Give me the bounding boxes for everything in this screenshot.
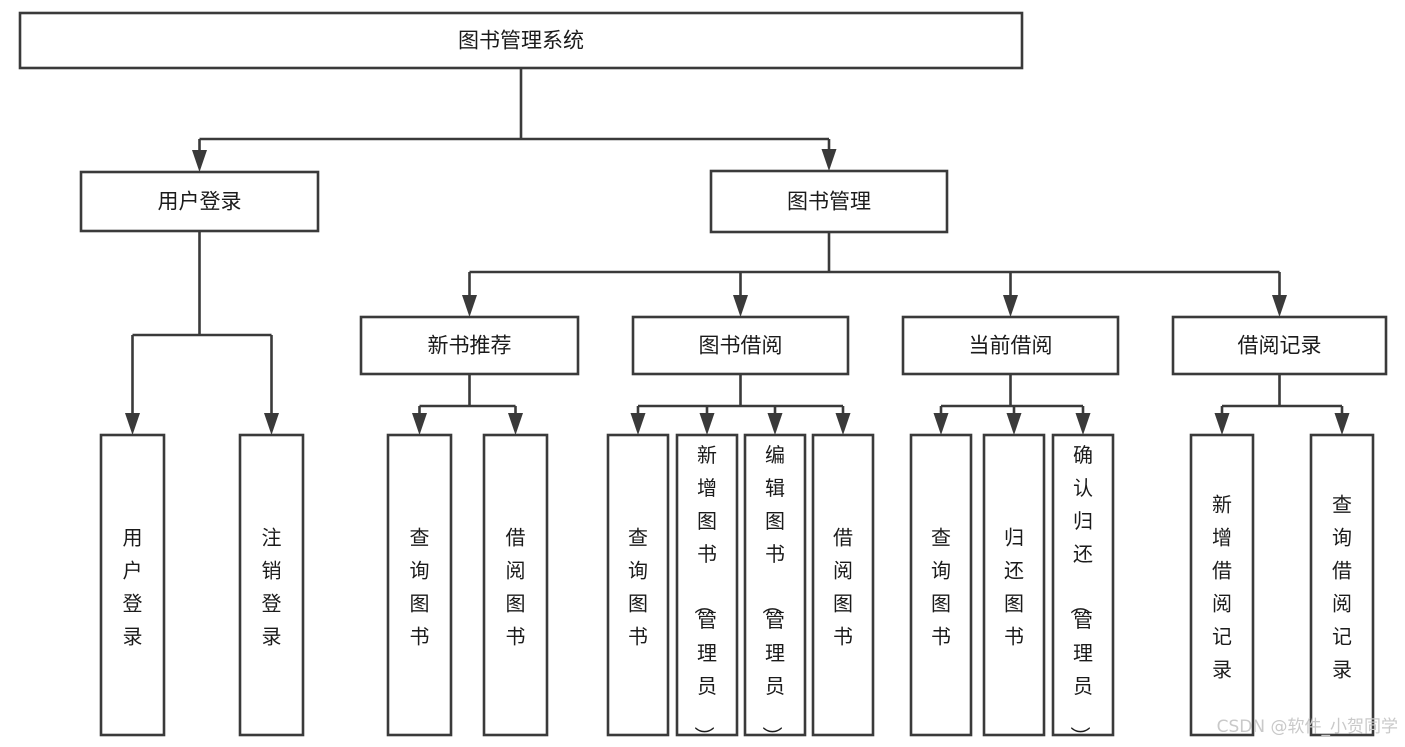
- node-label-leaf-user-logout: 注销登录: [262, 526, 282, 649]
- node-label-leaf-borrow-add: 新增图书（管理员）: [692, 443, 717, 746]
- connector-group-current-borrow: [933, 374, 1091, 435]
- node-book-manage[interactable]: 图书管理: [709, 169, 949, 234]
- node-box-leaf-record-add[interactable]: [1189, 433, 1255, 737]
- node-box-leaf-current-query[interactable]: [909, 433, 973, 737]
- node-new-book-rec[interactable]: 新书推荐: [359, 315, 580, 376]
- node-label-new-book-rec: 新书推荐: [428, 334, 512, 358]
- node-leaf-borrow-query[interactable]: 查询图书: [606, 433, 670, 737]
- node-label-current-borrow: 当前借阅: [969, 334, 1053, 358]
- node-label-user-login: 用户登录: [158, 190, 242, 214]
- node-leaf-record-query[interactable]: 查询借阅记录: [1309, 433, 1375, 737]
- node-borrow-record[interactable]: 借阅记录: [1171, 315, 1388, 376]
- node-box-leaf-user-login[interactable]: [99, 433, 166, 737]
- edges-layer: [125, 68, 1350, 435]
- node-label-leaf-rec-query: 查询图书: [410, 526, 430, 649]
- node-leaf-borrow-edit[interactable]: 编辑图书（管理员）: [743, 433, 807, 746]
- node-box-leaf-rec-borrow[interactable]: [482, 433, 549, 737]
- node-label-root: 图书管理系统: [458, 29, 584, 53]
- node-box-book-manage[interactable]: [709, 169, 949, 234]
- node-leaf-borrow-add[interactable]: 新增图书（管理员）: [675, 433, 739, 746]
- node-box-root[interactable]: [18, 11, 1024, 70]
- node-user-login[interactable]: 用户登录: [79, 170, 320, 233]
- node-box-leaf-borrow-do[interactable]: [811, 433, 875, 737]
- node-label-leaf-current-query: 查询图书: [931, 526, 951, 649]
- node-box-leaf-current-return[interactable]: [982, 433, 1046, 737]
- node-label-leaf-borrow-do: 借阅图书: [833, 526, 853, 649]
- node-box-current-borrow[interactable]: [901, 315, 1120, 376]
- node-leaf-rec-borrow[interactable]: 借阅图书: [482, 433, 549, 737]
- node-label-leaf-record-query: 查询借阅记录: [1332, 493, 1352, 682]
- node-label-leaf-borrow-query: 查询图书: [628, 526, 648, 649]
- node-book-borrow[interactable]: 图书借阅: [631, 315, 850, 376]
- node-box-leaf-borrow-query[interactable]: [606, 433, 670, 737]
- node-label-book-borrow: 图书借阅: [699, 334, 783, 358]
- node-label-leaf-borrow-edit: 编辑图书（管理员）: [760, 443, 785, 746]
- node-box-leaf-borrow-add[interactable]: [675, 433, 739, 737]
- node-box-book-borrow[interactable]: [631, 315, 850, 376]
- node-current-borrow[interactable]: 当前借阅: [901, 315, 1120, 376]
- connector-group-user-login: [125, 231, 279, 435]
- connector-group-book-borrow: [630, 374, 851, 435]
- nodes-layer: 图书管理系统用户登录图书管理新书推荐图书借阅当前借阅借阅记录用户登录注销登录查询…: [18, 11, 1388, 746]
- connector-group-root: [192, 68, 837, 172]
- node-label-book-manage: 图书管理: [787, 190, 871, 214]
- node-box-leaf-record-query[interactable]: [1309, 433, 1375, 737]
- node-leaf-borrow-do[interactable]: 借阅图书: [811, 433, 875, 737]
- node-leaf-record-add[interactable]: 新增借阅记录: [1189, 433, 1255, 737]
- node-label-leaf-current-confirm: 确认归还（管理员）: [1068, 443, 1093, 746]
- node-label-leaf-current-return: 归还图书: [1004, 526, 1024, 649]
- node-box-leaf-rec-query[interactable]: [386, 433, 453, 737]
- node-box-borrow-record[interactable]: [1171, 315, 1388, 376]
- node-leaf-user-logout[interactable]: 注销登录: [238, 433, 305, 737]
- csdn-watermark: CSDN @软件_小贺同学: [1217, 717, 1398, 737]
- node-leaf-rec-query[interactable]: 查询图书: [386, 433, 453, 737]
- connector-group-borrow-record: [1214, 374, 1350, 435]
- node-root[interactable]: 图书管理系统: [18, 11, 1024, 70]
- node-label-leaf-user-login: 用户登录: [123, 526, 143, 649]
- node-label-leaf-record-add: 新增借阅记录: [1212, 493, 1232, 682]
- node-label-borrow-record: 借阅记录: [1238, 334, 1322, 358]
- connector-group-book-manage: [462, 232, 1287, 317]
- node-box-user-login[interactable]: [79, 170, 320, 233]
- node-leaf-current-return[interactable]: 归还图书: [982, 433, 1046, 737]
- connector-group-new-book-rec: [412, 374, 523, 435]
- node-leaf-user-login[interactable]: 用户登录: [99, 433, 166, 737]
- node-label-leaf-rec-borrow: 借阅图书: [506, 526, 526, 649]
- node-box-leaf-borrow-edit[interactable]: [743, 433, 807, 737]
- node-leaf-current-confirm[interactable]: 确认归还（管理员）: [1051, 433, 1115, 746]
- node-box-leaf-current-confirm[interactable]: [1051, 433, 1115, 737]
- node-box-leaf-user-logout[interactable]: [238, 433, 305, 737]
- node-box-new-book-rec[interactable]: [359, 315, 580, 376]
- node-leaf-current-query[interactable]: 查询图书: [909, 433, 973, 737]
